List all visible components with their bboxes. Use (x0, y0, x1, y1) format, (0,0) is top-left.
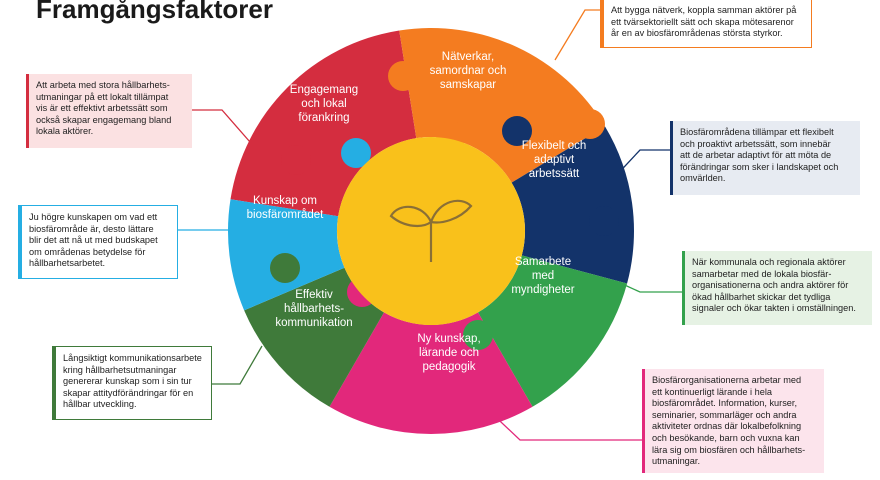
description-box-nykunskap: Biosfärorganisationerna arbetar med ett … (642, 369, 824, 473)
accent-bar (682, 251, 685, 325)
description-box-natverkar: Att bygga nätverk, koppla samman aktörer… (600, 0, 812, 48)
accent-bar (670, 121, 673, 195)
segment-effektiv (244, 267, 384, 407)
accent-bar (601, 0, 604, 47)
description-text: Ju högre kunskapen om vad ett biosfäromr… (29, 212, 158, 269)
description-text: Att arbeta med stora hållbarhets- utmani… (36, 80, 172, 137)
description-box-kunskap: Ju högre kunskapen om vad ett biosfäromr… (18, 205, 178, 279)
segment-flexibelt (511, 126, 634, 284)
puzzle-knob (270, 253, 300, 283)
accent-bar (642, 369, 645, 473)
connector-line (554, 9, 600, 61)
connector-line (212, 345, 263, 385)
segment-engagemang (230, 30, 417, 217)
puzzle-knob (575, 109, 605, 139)
description-text: Långsiktigt kommunikationsarbete kring h… (63, 353, 202, 410)
puzzle-knob (388, 61, 418, 91)
accent-bar (19, 206, 22, 278)
segment-samarbete (478, 255, 628, 407)
sprout-icon (389, 199, 473, 262)
description-box-samarbete: När kommunala och regionala aktörer sama… (682, 251, 872, 325)
puzzle-knob (463, 320, 493, 350)
description-text: Biosfärorganisationerna arbetar med ett … (652, 375, 806, 467)
description-box-effektiv: Långsiktigt kommunikationsarbete kring h… (52, 346, 212, 420)
description-text: När kommunala och regionala aktörer sama… (692, 257, 856, 314)
connector-line (617, 281, 682, 293)
accent-bar (53, 347, 56, 419)
puzzle-knob (502, 116, 532, 146)
description-text: Biosfärområdena tillämpar ett flexibelt … (680, 127, 839, 184)
puzzle-knob (341, 138, 371, 168)
puzzle-knob (281, 145, 311, 175)
description-text: Att bygga nätverk, koppla samman aktörer… (611, 5, 797, 39)
description-box-flexibelt: Biosfärområdena tillämpar ett flexibelt … (670, 121, 860, 195)
puzzle-knob (589, 206, 619, 236)
accent-bar (26, 74, 29, 148)
page-title: Framgångsfaktorer (36, 0, 273, 24)
connector-line (192, 109, 251, 143)
description-box-engagemang: Att arbeta med stora hållbarhets- utmani… (26, 74, 192, 148)
segment-natverkar (399, 27, 606, 183)
